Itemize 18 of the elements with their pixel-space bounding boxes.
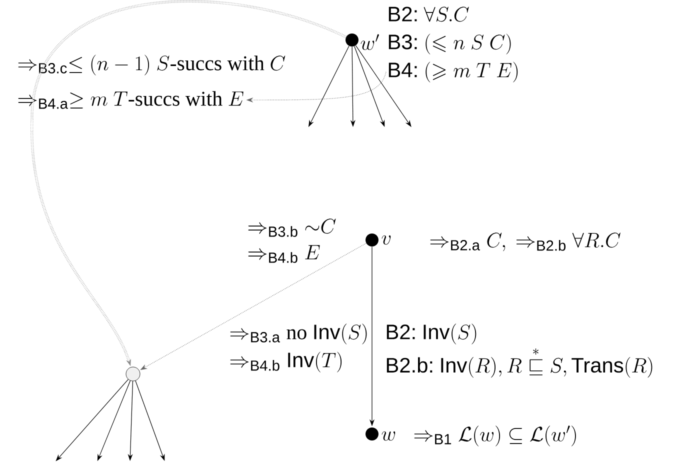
- annotation-text: $\Rightarrow_{\textsf{B3.c}} \leq (n-1)\ S\mbox{-succs with } C$: [18, 54, 286, 76]
- annotation-text: $\Rightarrow_{\textsf{B1}} \mathcal{L}(w) \subseteq \mathcal{L}(w')$: [414, 426, 576, 446]
- vertex-circle: [126, 366, 140, 382]
- vertex-label: $w$: [382, 431, 396, 441]
- annotation-text: $\textsf{B2:}\ \forall S.C$: [388, 6, 469, 22]
- annotation-text: $\Rightarrow_{\textsf{B4.b}} E$: [248, 245, 320, 263]
- annotation-text: $\Rightarrow_{\textsf{B4.a}} \geq m\ T\mbox{-succs with } E$: [18, 91, 244, 109]
- annotation-text: $\Rightarrow_{\textsf{B3.b}} {\sim} C$: [248, 218, 336, 237]
- annotation-text: $\textsf{B2.b:}\ \textsf{Inv}(R), R \stackrel{*}{\sqsubseteq} S, \textsf{Trans}(R)$: [386, 348, 652, 378]
- double-dotted-arrow: [30, 0, 346, 366]
- annotation-text: $\textsf{B2:}\ \textsf{Inv}(S)$: [386, 324, 476, 344]
- vertex-label: $w'$: [360, 34, 379, 50]
- vertex-label: $v$: [382, 235, 391, 245]
- annotation-text: $\Rightarrow_{\textsf{B2.a}} C,\ \Rightarrow_{\textsf{B2.b}} \forall R.C$: [430, 232, 620, 252]
- annotation-text: $\Rightarrow_{\textsf{B4.b}} \textsf{Inv}(T)$: [230, 352, 342, 372]
- annotation-text: $\Rightarrow_{\textsf{B3.a}} \mbox{no } \textsf{Inv}(S)$: [230, 324, 367, 344]
- annotation-text: $\textsf{B4:}\ (\geqslant m\ T\ E)$: [388, 62, 518, 82]
- annotation-text: $\textsf{B3:}\ (\leqslant n\ S\ C)$: [388, 34, 511, 54]
